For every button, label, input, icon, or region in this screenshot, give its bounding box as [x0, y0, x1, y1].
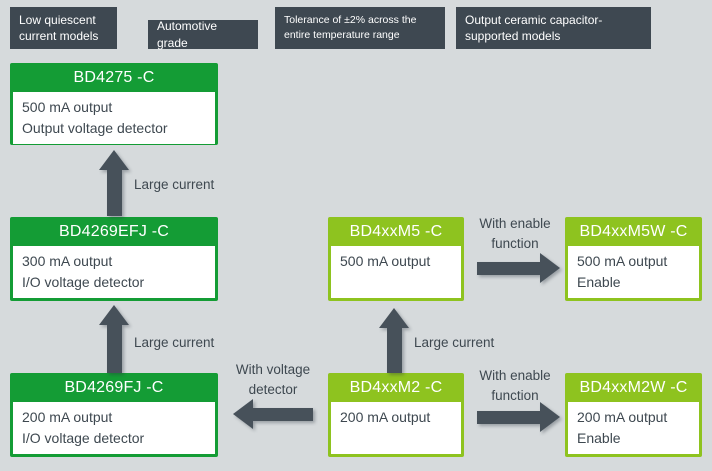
box-line: 500 mA output: [340, 253, 431, 269]
product-box-bd4269efj: BD4269EFJ -C 300 mA output I/O voltage d…: [10, 217, 218, 301]
arrow-label-large-current: Large current: [134, 335, 215, 350]
arrow-label-with-enable-function: With enable function: [479, 216, 551, 251]
box-line: 300 mA output: [22, 253, 113, 269]
arrow-head: [540, 402, 560, 432]
badge-label: Automotive grade: [157, 19, 218, 50]
box-title: BD4xxM2 -C: [349, 378, 443, 396]
box-title: BD4xxM5W -C: [579, 222, 688, 240]
arrow-up-icon: [99, 150, 129, 216]
box-body: 200 mA output: [331, 402, 461, 454]
arrow-label-with-enable-function: With enable function: [479, 368, 551, 403]
box-line: 500 mA output: [577, 253, 668, 269]
badge-label: Low quiescent current models: [19, 12, 99, 43]
box-title: BD4xxM5 -C: [349, 222, 443, 240]
box-line: Enable: [577, 274, 621, 290]
badge-tolerance: Tolerance of ±2% across the entire tempe…: [275, 7, 445, 49]
arrow-up-icon: [99, 305, 129, 373]
arrow-head: [99, 150, 129, 170]
product-box-bd4xxm5: BD4xxM5 -C 500 mA output: [328, 217, 464, 301]
box-line: 200 mA output: [340, 409, 431, 425]
box-body: 300 mA output I/O voltage detector: [13, 246, 215, 298]
arrow-head: [233, 399, 253, 429]
arrow-label-large-current: Large current: [134, 177, 215, 192]
badge-automotive-grade: Automotive grade: [148, 19, 258, 50]
arrow-up-icon: [379, 308, 409, 373]
arrow-label-with-voltage-detector: With voltage detector: [235, 362, 311, 397]
box-title: BD4269EFJ -C: [59, 222, 169, 240]
badge-label: Output ceramic capacitor-supported model…: [465, 12, 603, 43]
arrow-shaft: [477, 410, 540, 424]
box-title: BD4269FJ -C: [64, 378, 164, 396]
arrow-right-icon: [477, 253, 560, 283]
arrow-head: [540, 253, 560, 283]
box-line: 200 mA output: [577, 409, 668, 425]
box-body: 500 mA output: [331, 246, 461, 298]
box-line: 500 mA output: [22, 99, 113, 115]
badge-label: Tolerance of ±2% across the entire tempe…: [284, 14, 417, 41]
arrow-shaft: [106, 325, 122, 373]
arrow-head: [379, 308, 409, 328]
box-line: 200 mA output: [22, 409, 113, 425]
product-box-bd4xxm2w: BD4xxM2W -C 200 mA output Enable: [565, 373, 702, 457]
arrow-right-icon: [477, 402, 560, 432]
product-box-bd4xxm5w: BD4xxM5W -C 500 mA output Enable: [565, 217, 702, 301]
product-box-bd4275: BD4275 -C 500 mA output Output voltage d…: [10, 63, 218, 145]
product-box-bd4xxm2: BD4xxM2 -C 200 mA output: [328, 373, 464, 457]
box-body: 500 mA output Output voltage detector: [13, 92, 215, 144]
arrow-shaft: [386, 328, 402, 373]
box-line: I/O voltage detector: [22, 274, 145, 290]
arrow-head: [99, 305, 129, 325]
badge-ceramic-capacitor: Output ceramic capacitor-supported model…: [456, 7, 651, 49]
box-line: I/O voltage detector: [22, 430, 145, 446]
box-body: 200 mA output I/O voltage detector: [13, 402, 215, 454]
badge-low-quiescent-current: Low quiescent current models: [10, 7, 117, 49]
box-title: BD4275 -C: [73, 68, 155, 86]
box-body: 500 mA output Enable: [568, 246, 699, 298]
arrow-shaft: [253, 407, 313, 421]
arrow-left-icon: [233, 399, 313, 429]
box-title: BD4xxM2W -C: [579, 378, 688, 396]
arrow-shaft: [106, 170, 122, 216]
arrow-label-large-current: Large current: [414, 335, 495, 350]
product-box-bd4269fj: BD4269FJ -C 200 mA output I/O voltage de…: [10, 373, 218, 457]
box-line: Enable: [577, 430, 621, 446]
box-line: Output voltage detector: [22, 120, 168, 136]
arrow-shaft: [477, 261, 540, 275]
box-body: 200 mA output Enable: [568, 402, 699, 454]
